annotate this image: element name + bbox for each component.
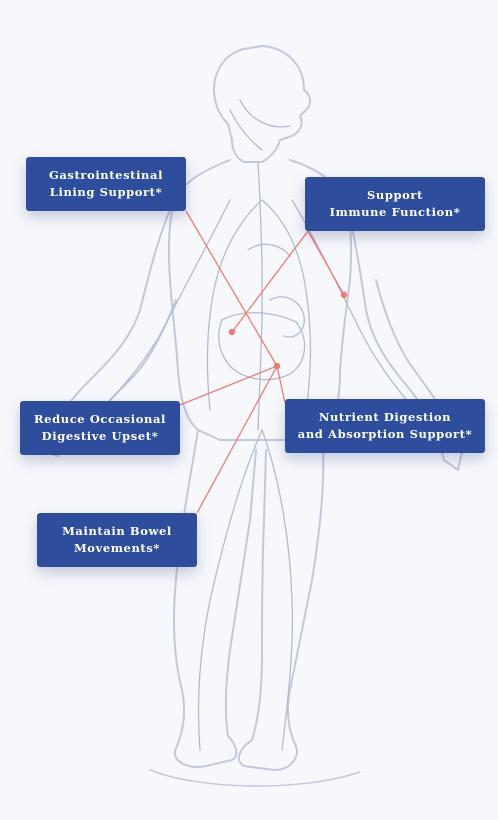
left-leg-outline — [173, 429, 257, 768]
callout-gastrointestinal-lining-support: Gastrointestinal Lining Support* — [26, 157, 186, 211]
leader-line-nutrient — [276, 365, 286, 404]
right-leg-outline — [237, 429, 325, 771]
leader-line-immune-arm — [307, 230, 345, 296]
callout-support-immune-function: Support Immune Function* — [305, 177, 485, 231]
head-outline — [213, 45, 312, 163]
leader-line-gastrointestinal — [185, 210, 278, 367]
marker-dot-right-arm — [340, 291, 348, 299]
leader-lines — [179, 210, 345, 514]
callout-maintain-bowel-movements: Maintain Bowel Movements* — [37, 513, 197, 567]
leader-line-digestive-upset — [179, 365, 278, 406]
callout-nutrient-digestion-absorption: Nutrient Digestion and Absorption Suppor… — [285, 399, 485, 453]
marker-dot-left-side — [228, 328, 236, 336]
leader-line-bowel — [196, 365, 278, 514]
marker-dot-abdomen — [273, 362, 281, 370]
leader-line-immune — [231, 230, 309, 333]
callout-reduce-digestive-upset: Reduce Occasional Digestive Upset* — [20, 401, 180, 455]
